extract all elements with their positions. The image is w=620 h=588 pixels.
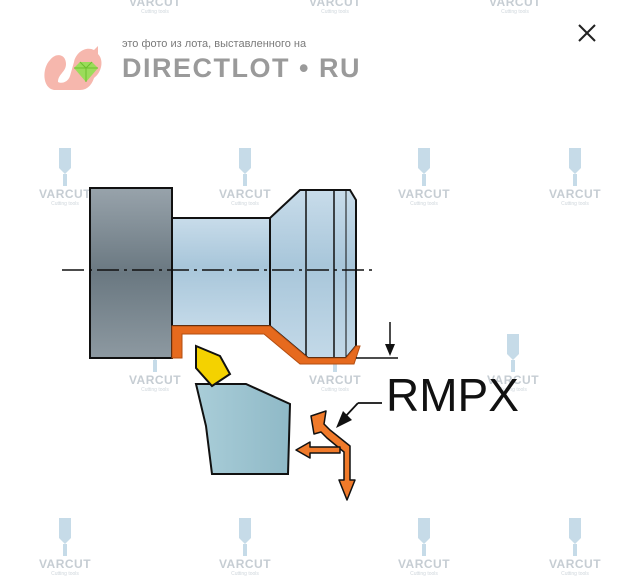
workpiece-neck (171, 217, 271, 327)
squirrel-logo-icon (44, 46, 102, 90)
insert-type-label: RMPX (386, 369, 519, 421)
workpiece-profile (269, 189, 357, 359)
brand-caption: это фото из лота, выставленного на (122, 38, 307, 50)
close-icon[interactable] (574, 20, 600, 46)
close-button[interactable] (574, 20, 600, 46)
cut-profile (171, 325, 361, 365)
tool-holder (194, 383, 292, 475)
directlot-brand: это фото из лота, выставленного на DIREC… (40, 38, 360, 96)
feed-direction-arrows (295, 410, 356, 501)
workpiece-chuck-section (89, 187, 173, 359)
brand-name: DIRECTLOT • RU (122, 53, 361, 83)
cutting-insert (195, 344, 232, 388)
